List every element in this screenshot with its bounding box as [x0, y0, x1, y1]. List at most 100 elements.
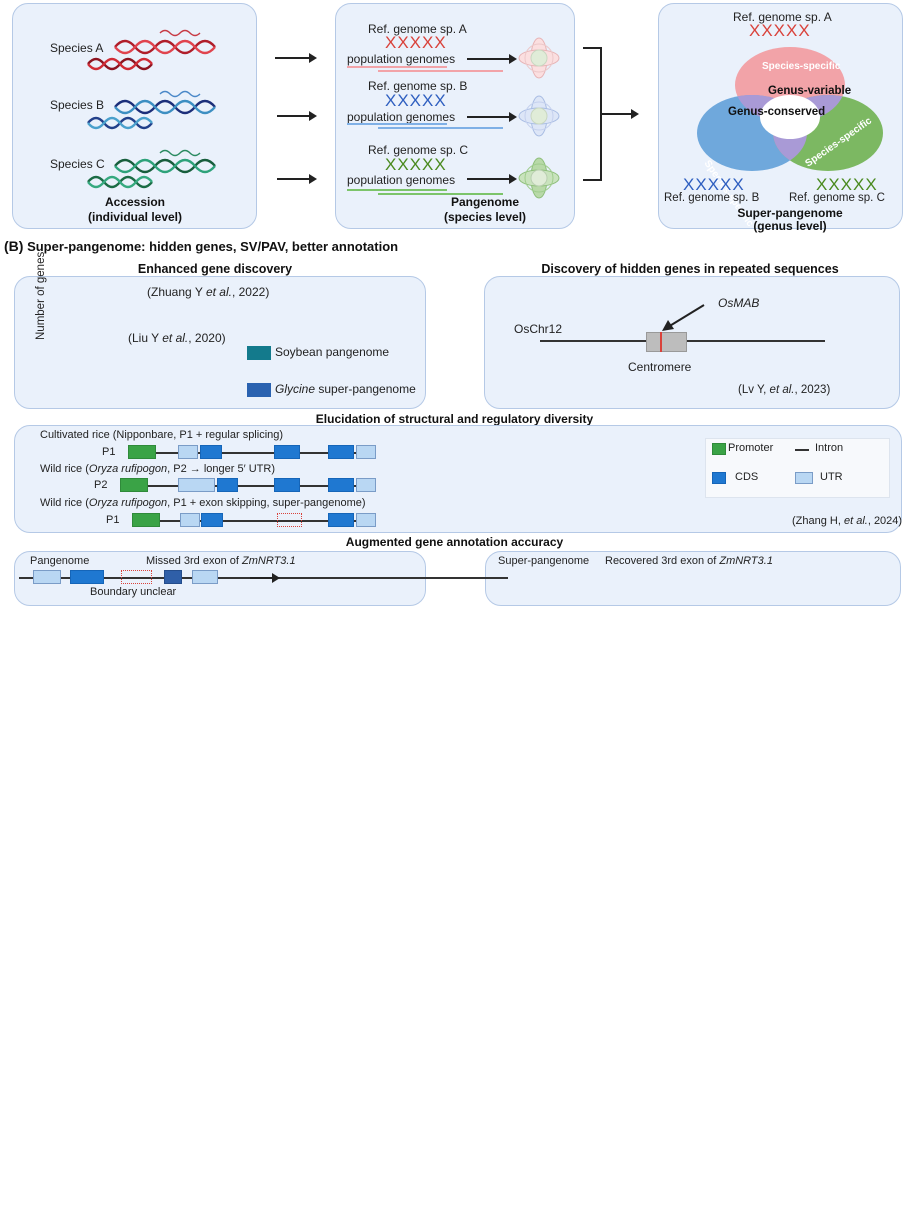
annotation-missed-exon: [121, 570, 152, 584]
population-genomes-c: population genomes: [347, 173, 456, 187]
species-c-label: Species C: [50, 157, 105, 171]
accession-panel: [12, 3, 257, 229]
accession-title: Accession: [104, 195, 166, 209]
cite-zhuang: (Zhuang Y et al., 2022): [147, 285, 270, 299]
super-ref-marks-c: XXXXX: [816, 175, 878, 194]
pangenome-subtitle: (species level): [443, 210, 527, 224]
arrow-pop-b: [467, 112, 517, 122]
legend-utr-label: UTR: [820, 471, 843, 483]
dna-helix-icon-b: [87, 90, 216, 130]
section-b-letter: (B): [4, 238, 24, 254]
section-b-heading: (B) Super-pangenome: hidden genes, SV/PA…: [4, 238, 398, 254]
annotation-left-cds-b: [164, 570, 182, 584]
cds-box-2b: [274, 478, 300, 492]
centromere-label: Centromere: [628, 360, 692, 374]
utr-box-1a: [178, 445, 198, 459]
ref-marks-b: XXXXX: [385, 91, 447, 110]
annotation-missed-note: Missed 3rd exon of ZmNRT3.1: [146, 555, 296, 567]
skipped-exon-box: [277, 513, 302, 527]
annotation-super-label: Super-pangenome: [498, 555, 590, 567]
cds-box-1b: [274, 445, 300, 459]
arrow-b-to-pangenome: [277, 111, 317, 121]
species-b-label: Species B: [50, 98, 105, 112]
legend-promoter-swatch: [712, 443, 726, 455]
promoter-box-2: [120, 478, 148, 492]
cds-box-1a: [200, 445, 222, 459]
osmab-arrow: [662, 304, 705, 331]
ref-marks-c: XXXXX: [385, 155, 447, 174]
legend-glycine: Glycine super-pangenome: [247, 382, 416, 398]
arrow-pop-c: [467, 174, 517, 184]
annotation-recovered-note: Recovered 3rd exon of ZmNRT3.1: [605, 555, 773, 567]
legend-intron-label: Intron: [815, 442, 844, 454]
pop-line-b1: [347, 123, 447, 125]
ref-genome-b: Ref. genome sp. B: [368, 79, 468, 93]
super-ref-marks-b: XXXXX: [683, 175, 745, 194]
osmab-marker: [660, 332, 662, 352]
arrow-a-to-pangenome: [275, 53, 317, 63]
structural-legend: [705, 438, 890, 498]
cds-box-3c: [328, 513, 354, 527]
annotation-title: Augmented gene annotation accuracy: [345, 535, 564, 549]
gene-discovery-panel: [14, 276, 426, 409]
boundary-unclear-label: Boundary unclear: [90, 586, 177, 598]
cds-box-2c: [328, 478, 354, 492]
super-pangenome-subtitle: (genus level): [753, 219, 827, 233]
utr-box-2a: [178, 478, 215, 492]
flower-pangenome-icons: [518, 37, 560, 199]
promoter-box-1: [128, 445, 156, 459]
species-a-label: Species A: [50, 41, 104, 55]
legend-intron-swatch: [795, 449, 809, 451]
section-b-text: Super-pangenome: hidden genes, SV/PAV, b…: [27, 239, 399, 254]
annotation-right-line: [298, 577, 508, 579]
genus-variable-label: Genus-variable: [768, 85, 852, 97]
structural-row-2-label: Wild rice (Oryza rufipogon, P2 → longer …: [40, 463, 275, 475]
legend-swatch-glycine: [247, 383, 271, 398]
genus-conserved-label: Genus-conserved: [728, 106, 826, 118]
ref-genome-c: Ref. genome sp. C: [368, 143, 469, 157]
cds-box-1c: [328, 445, 354, 459]
promoter-p2-label: P2: [94, 479, 108, 491]
gene-line-2: [122, 485, 375, 487]
annotation-left-utr-b: [192, 570, 218, 584]
dna-helix-icons: [87, 29, 216, 189]
utr-box-2b: [356, 478, 376, 492]
dna-helix-icon-a: [87, 29, 216, 71]
legend-cds-label: CDS: [735, 471, 759, 483]
promoter-p1-label-3: P1: [106, 514, 120, 526]
gene-line-3: [134, 520, 375, 522]
cds-box-3a: [201, 513, 223, 527]
population-genomes-b: population genomes: [347, 110, 456, 124]
legend-utr-swatch: [795, 472, 813, 484]
pop-line-a1: [347, 66, 447, 68]
super-ref-genome-b: Ref. genome sp. B: [664, 192, 760, 204]
promoter-p1-label-1: P1: [102, 446, 116, 458]
hidden-genes-panel: [484, 276, 900, 409]
chromosome-label: OsChr12: [514, 322, 563, 336]
species-specific-a: Species-specific: [762, 61, 841, 72]
flower-icon-c: [518, 157, 560, 199]
structural-title: Elucidation of structural and regulatory…: [315, 412, 594, 426]
legend-glycine-label: super-pangenome: [315, 382, 416, 396]
annotation-right-panel: [485, 551, 901, 606]
structural-row-3-label: Wild rice (Oryza rufipogon, P1 + exon sk…: [40, 497, 366, 509]
legend-promoter-label: Promoter: [728, 442, 774, 454]
cite-zhang-h: (Zhang H, et al., 2024): [792, 515, 903, 527]
promoter-box-3: [132, 513, 160, 527]
super-pangenome-title: Super-pangenome: [737, 206, 843, 220]
population-genomes-a: population genomes: [347, 52, 456, 66]
cite-lv: (Lv Y, et al., 2023): [738, 384, 831, 396]
pop-line-c1: [347, 189, 447, 191]
legend-swatch-soybean: [247, 346, 271, 361]
utr-box-1b: [356, 445, 376, 459]
centromere-box: [646, 332, 687, 352]
cite-liu: (Liu Y et al., 2020): [128, 331, 226, 345]
osmab-label: OsMAB: [718, 296, 760, 310]
pop-line-c2: [378, 193, 503, 195]
super-ref-genome-c: Ref. genome sp. C: [789, 192, 885, 204]
legend-glycine-italic: Glycine: [275, 382, 316, 396]
cds-box-2a: [217, 478, 238, 492]
legend-cds-swatch: [712, 472, 726, 484]
bracket-connector: [583, 47, 639, 181]
